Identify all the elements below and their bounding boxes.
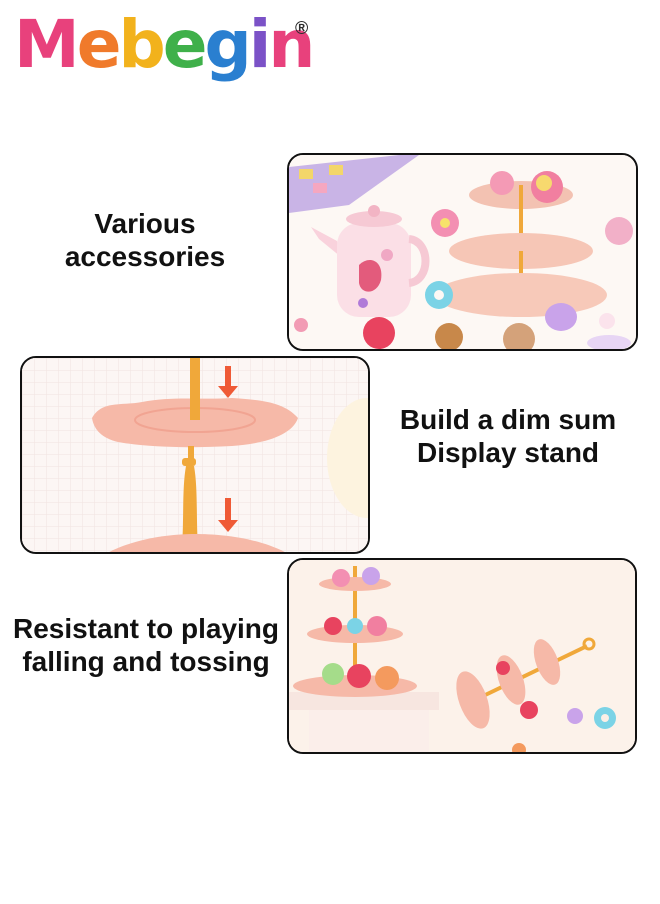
down-arrow-icon: [218, 498, 238, 532]
feature-caption-durability: Resistant to playing falling and tossing: [8, 612, 284, 678]
caption-line: falling and tossing: [22, 646, 270, 677]
assembled-stand: [293, 566, 417, 697]
down-arrow-icon: [218, 366, 238, 398]
brand-wordmark: M e b e g i n: [14, 6, 315, 83]
brand-logo: M e b e g i n ®: [14, 6, 315, 90]
logo-letter: g: [204, 6, 251, 83]
caption-line: Build a dim sum: [399, 404, 617, 435]
registered-mark: ®: [295, 18, 309, 38]
logo-letter: n: [268, 6, 315, 83]
display-stand-photo-panel: [20, 356, 370, 554]
caption-line: Display stand: [416, 437, 600, 468]
tossed-stand: [456, 637, 596, 729]
caption-line: Resistant to playing: [12, 613, 280, 644]
feature-caption-display-stand: Build a dim sum Display stand: [388, 403, 628, 469]
logo-letter: e: [162, 6, 208, 83]
purple-tray: [289, 155, 419, 213]
teapot: [311, 205, 430, 317]
stand-assembly-illustration: [22, 358, 368, 552]
table-top: [289, 692, 439, 710]
logo-letter: b: [118, 6, 165, 83]
durability-photo-panel: [287, 558, 637, 754]
caption-line: accessories: [64, 241, 226, 272]
feature-caption-accessories: Various accessories: [40, 207, 250, 273]
tossed-stand-illustration: [289, 560, 635, 752]
caption-line: Various: [94, 208, 196, 239]
logo-letter: i: [248, 6, 272, 83]
upper-pole: [190, 358, 200, 420]
logo-letter: M: [14, 6, 80, 83]
accessories-photo-panel: [287, 153, 638, 351]
lower-pole: [182, 466, 198, 548]
lower-plate: [109, 534, 285, 552]
logo-letter: e: [76, 6, 122, 83]
tea-set-illustration: [289, 155, 636, 349]
upper-plate: [92, 398, 298, 448]
